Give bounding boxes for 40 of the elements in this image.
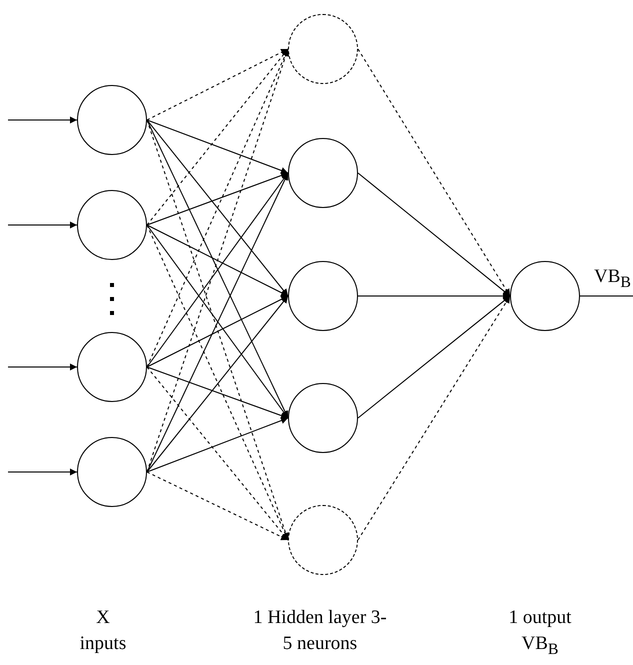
layer-label: 1 Hidden layer 3-5 neurons: [252, 606, 388, 656]
neuron-circle: [288, 138, 358, 208]
arrow: [146, 120, 288, 174]
neuron-circle: [77, 190, 147, 260]
neuron-circle: [77, 85, 147, 155]
arrow: [358, 296, 510, 418]
layer-label: X inputs: [78, 606, 128, 656]
neuron-circle: [288, 14, 358, 84]
arrow: [146, 172, 288, 472]
arrow: [8, 222, 78, 228]
arrow: [146, 172, 288, 226]
arrow: [146, 120, 288, 418]
arrow: [146, 472, 288, 540]
arrow: [8, 468, 78, 476]
neuron-circle: [288, 261, 358, 331]
arrow: [358, 48, 510, 296]
arrow: [146, 417, 288, 472]
arrow: [146, 48, 288, 226]
neuron-circle: [77, 437, 147, 507]
arrow: [146, 48, 288, 120]
arrow: [146, 366, 288, 419]
arrow: [146, 48, 290, 472]
arrow: [358, 296, 510, 540]
arrow: [146, 296, 288, 472]
arrow: [146, 120, 288, 296]
layer-label: 1 output VB$_{B}$: [508, 606, 572, 660]
arrow: [8, 364, 78, 370]
arrow: [146, 224, 288, 296]
arrow: [358, 292, 510, 300]
arrow: [358, 172, 510, 296]
arrow: [146, 120, 290, 540]
arrow: [146, 296, 288, 368]
neuron-circle: [288, 383, 358, 453]
arrow: [8, 116, 78, 124]
arrow: [146, 48, 288, 368]
neuron-circle: [77, 332, 147, 402]
neuron-circle: [288, 505, 358, 575]
neuron-circle: [510, 261, 580, 331]
arrow: [146, 224, 288, 540]
arrow: [146, 366, 288, 540]
